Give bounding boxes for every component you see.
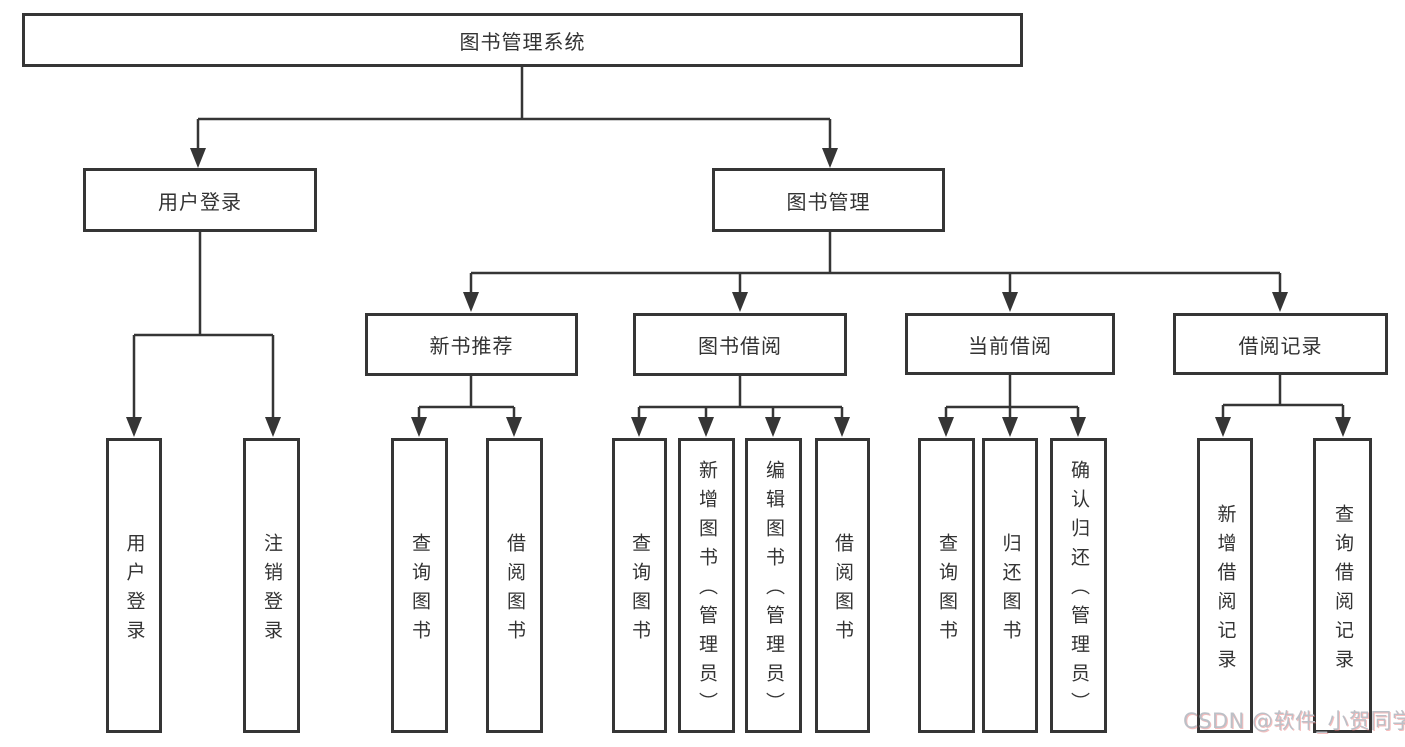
leaf-query-books-current-label: 查询图书 bbox=[936, 532, 958, 649]
leaf-user-login: 用户登录 bbox=[106, 438, 162, 733]
leaf-return-books-label: 归还图书 bbox=[999, 532, 1022, 649]
node-current-borrow: 当前借阅 bbox=[905, 313, 1115, 375]
node-new-book-recommend: 新书推荐 bbox=[365, 313, 578, 376]
leaf-query-books-borrow: 查询图书 bbox=[612, 438, 667, 733]
node-borrow-records: 借阅记录 bbox=[1173, 313, 1388, 375]
leaf-query-borrow-record: 查询借阅记录 bbox=[1313, 438, 1372, 733]
leaf-query-books-borrow-label: 查询图书 bbox=[629, 532, 651, 649]
node-borrow-records-label: 借阅记录 bbox=[1238, 333, 1323, 358]
node-book-borrow: 图书借阅 bbox=[633, 313, 847, 376]
leaf-logout-login-label: 注销登录 bbox=[261, 532, 283, 649]
leaf-logout-login: 注销登录 bbox=[243, 438, 300, 733]
leaf-borrow-books-recommend-label: 借阅图书 bbox=[504, 532, 526, 649]
node-current-borrow-label: 当前借阅 bbox=[968, 333, 1052, 358]
leaf-borrow-books: 借阅图书 bbox=[815, 438, 870, 733]
leaf-return-books: 归还图书 bbox=[982, 438, 1038, 733]
node-book-management: 图书管理 bbox=[712, 168, 945, 232]
node-book-management-label: 图书管理 bbox=[786, 189, 871, 214]
node-user-login: 用户登录 bbox=[83, 168, 317, 232]
leaf-edit-books-admin-label: 编辑图书（管理员） bbox=[763, 460, 785, 721]
leaf-query-books-current: 查询图书 bbox=[918, 438, 975, 733]
node-library-system-label: 图书管理系统 bbox=[459, 29, 586, 54]
leaf-query-books-recommend: 查询图书 bbox=[391, 438, 448, 733]
leaf-add-books-admin: 新增图书（管理员） bbox=[678, 438, 735, 733]
leaf-confirm-return-admin: 确认归还（管理员） bbox=[1050, 438, 1107, 733]
node-library-system: 图书管理系统 bbox=[22, 13, 1023, 67]
node-user-login-label: 用户登录 bbox=[158, 189, 242, 214]
leaf-user-login-label: 用户登录 bbox=[123, 532, 146, 649]
leaf-query-borrow-record-label: 查询借阅记录 bbox=[1332, 503, 1354, 678]
node-new-book-recommend-label: 新书推荐 bbox=[429, 334, 514, 358]
leaf-borrow-books-recommend: 借阅图书 bbox=[486, 438, 543, 733]
leaf-add-borrow-record-label: 新增借阅记录 bbox=[1214, 503, 1237, 678]
leaf-edit-books-admin: 编辑图书（管理员） bbox=[745, 438, 802, 733]
leaf-add-books-admin-label: 新增图书（管理员） bbox=[696, 460, 718, 721]
arrowhead-icons bbox=[126, 148, 1351, 437]
leaf-borrow-books-label: 借阅图书 bbox=[832, 532, 854, 649]
leaf-confirm-return-admin-label: 确认归还（管理员） bbox=[1068, 460, 1090, 721]
leaf-query-books-recommend-label: 查询图书 bbox=[409, 532, 431, 649]
node-book-borrow-label: 图书借阅 bbox=[698, 334, 782, 358]
csdn-watermark: CSDN @软件_小贺同学 bbox=[1183, 709, 1405, 733]
leaf-add-borrow-record: 新增借阅记录 bbox=[1197, 438, 1253, 733]
